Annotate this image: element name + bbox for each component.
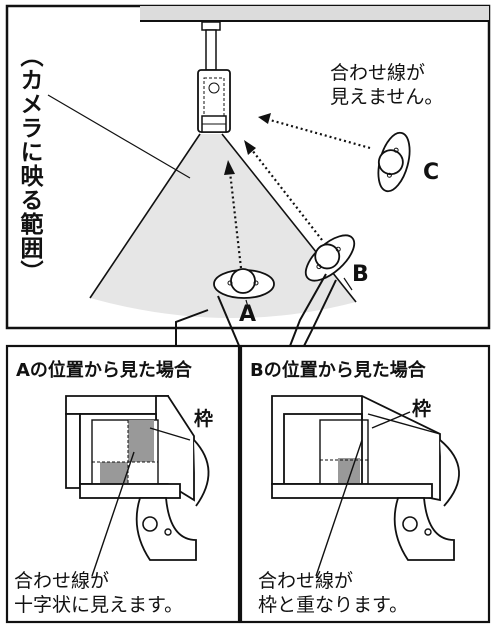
caption-b-line-2: 枠と重なります。 xyxy=(258,594,409,616)
camera-front-b-icon xyxy=(271,395,460,561)
person-c-icon xyxy=(377,131,411,193)
caption-b-line-1: 合わせ線が xyxy=(258,570,354,592)
camera-front-a-icon xyxy=(65,395,210,561)
camera-range-label: （カメラに映る範囲） xyxy=(16,44,42,284)
position-a-label: A xyxy=(239,302,257,327)
ceiling xyxy=(140,6,489,21)
range-label-pointer xyxy=(47,94,191,179)
frame-pointer-a xyxy=(149,427,191,441)
camera-icon xyxy=(197,21,231,133)
cone-edge-left xyxy=(89,133,201,299)
note-c-line-1: 合わせ線が xyxy=(330,62,426,84)
callout-connectors xyxy=(175,273,337,349)
caption-a-line-1: 合わせ線が xyxy=(14,570,110,592)
panel-a xyxy=(5,344,241,624)
caption-pointer-b xyxy=(315,439,363,577)
sight-lines xyxy=(224,113,371,269)
person-b-icon xyxy=(304,234,356,282)
panel-a-title: Aの位置から見た場合 xyxy=(16,360,192,381)
frame-label-b: 枠 xyxy=(412,398,432,420)
person-a-icon xyxy=(213,268,275,299)
caption-pointer-a xyxy=(91,451,135,577)
position-b-label: B xyxy=(352,262,369,287)
position-c-label: C xyxy=(423,160,440,185)
caption-a-line-2: 十字状に見えます。 xyxy=(14,594,184,616)
view-cone xyxy=(90,134,356,319)
note-c-line-2: 見えません。 xyxy=(330,86,444,108)
panel-b xyxy=(239,344,491,624)
panel-b-title: Bの位置から見た場合 xyxy=(250,360,426,381)
frame-label-a: 枠 xyxy=(194,408,214,430)
frame-pointer-b xyxy=(371,411,411,429)
top-scene xyxy=(5,4,491,330)
